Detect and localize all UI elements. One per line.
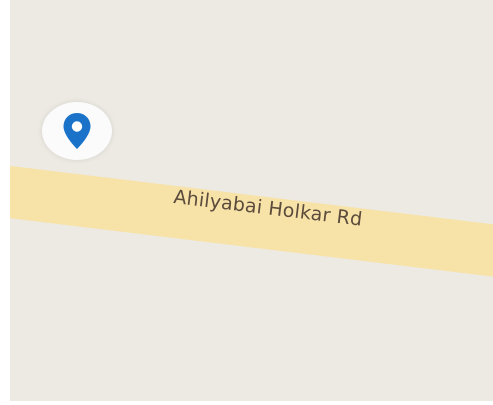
map-view[interactable]: Ahilyabai Holkar Rd <box>10 0 493 401</box>
location-marker[interactable] <box>42 102 112 160</box>
location-pin-icon <box>62 112 92 150</box>
road-ahilyabai-holkar <box>10 161 493 285</box>
